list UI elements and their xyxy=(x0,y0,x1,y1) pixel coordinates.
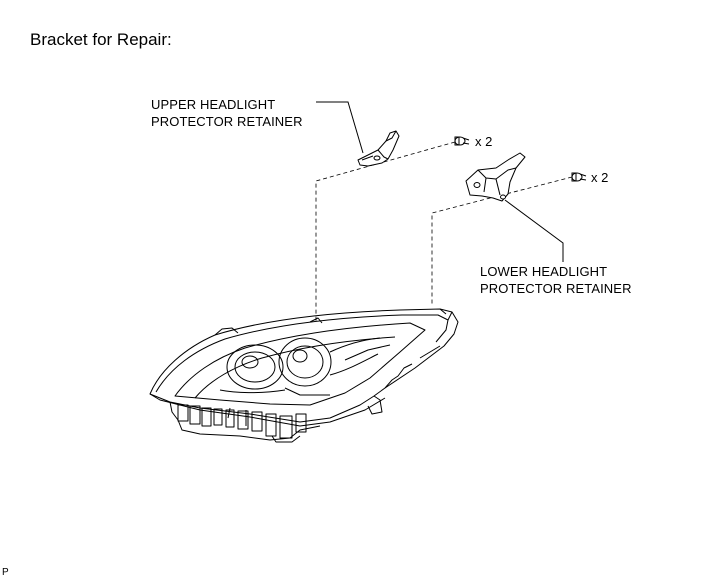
bolt-icon xyxy=(571,172,587,182)
upper-retainer-label-line-2: PROTECTOR RETAINER xyxy=(151,114,303,129)
lower-retainer-label: LOWER HEADLIGHT PROTECTOR RETAINER xyxy=(480,263,632,297)
rear-housing xyxy=(169,401,321,443)
upper-retainer-label: UPPER HEADLIGHT PROTECTOR RETAINER xyxy=(151,96,303,130)
upper-retainer-label-line-1: UPPER HEADLIGHT xyxy=(151,97,276,112)
lower-retainer-label-line-2: PROTECTOR RETAINER xyxy=(480,281,632,296)
lower-retainer-leader-line xyxy=(504,199,564,262)
headlight-lens-outline xyxy=(149,308,459,423)
upper-alignment-line xyxy=(315,141,456,323)
lower-retainer-bracket xyxy=(465,152,526,202)
lower-bolt-quantity: x 2 xyxy=(591,170,609,185)
projector-lens-outer xyxy=(278,337,332,387)
projector-lens-inner xyxy=(226,344,284,390)
bolt-icon xyxy=(454,136,470,146)
upper-bolt-quantity: x 2 xyxy=(475,134,493,149)
alignment-lines xyxy=(315,141,573,323)
upper-retainer-leader-line xyxy=(316,101,364,154)
upper-retainer-bracket xyxy=(357,130,400,167)
diagram-title: Bracket for Repair: xyxy=(30,30,172,49)
lower-retainer-label-line-1: LOWER HEADLIGHT xyxy=(480,264,608,279)
figure-code: P xyxy=(2,567,9,578)
lower-alignment-line xyxy=(431,176,573,306)
headlight-assembly xyxy=(149,308,459,443)
